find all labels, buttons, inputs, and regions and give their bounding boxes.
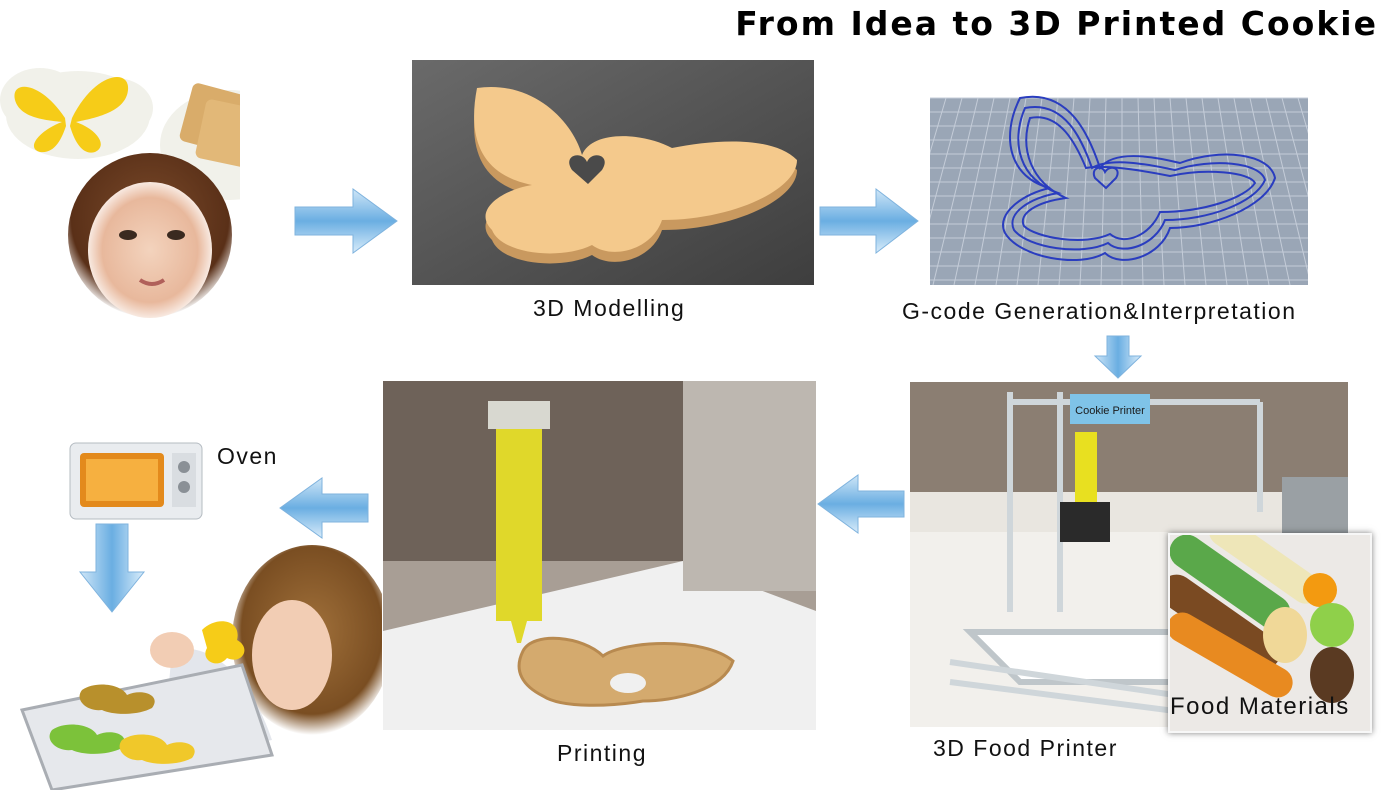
diagram-title: From Idea to 3D Printed Cookie [735, 4, 1378, 43]
gcode-image [930, 68, 1308, 285]
gcode-grid-line [1217, 97, 1249, 285]
child-face [68, 153, 232, 318]
arrow-left-2 [278, 476, 370, 540]
arrow-down-1 [1093, 334, 1143, 380]
oven-icon [68, 437, 208, 523]
gcode-grid-line [1169, 97, 1186, 285]
gcode-grid [930, 97, 1308, 285]
label-printing: Printing [557, 740, 647, 766]
child-eating-image [12, 540, 382, 790]
printing-image [383, 381, 816, 730]
gcode-grid-line [1265, 97, 1308, 275]
modelling-image [412, 60, 814, 285]
gcode-grid-line [1201, 97, 1228, 285]
printer-sign: Cookie Printer [1075, 405, 1145, 417]
arrow-right-2 [818, 185, 922, 257]
gcode-grid-line [1281, 97, 1308, 198]
gcode-grid-line [1058, 97, 1075, 285]
arrow-left-1 [816, 473, 906, 535]
gcode-grid-line [1079, 97, 1091, 285]
gcode-grid-line [995, 97, 1027, 285]
label-3d-food-printer: 3D Food Printer [933, 735, 1118, 761]
gcode-grid-line [1297, 97, 1308, 134]
gcode-grid-line [1185, 97, 1207, 285]
gcode-grid-line [1249, 97, 1291, 285]
gcode-grid-line [1037, 97, 1059, 285]
gcode-grid-line [930, 97, 963, 220]
thought-cloud-butterfly [0, 68, 153, 159]
printer-sign-bg [1070, 394, 1150, 424]
baking-tray [19, 663, 274, 790]
gcode-grid-line [1137, 97, 1144, 285]
gcode-grid-line [1153, 97, 1165, 285]
gcode-toolpath-butterfly [1002, 95, 1277, 261]
butterfly-3d-model [474, 86, 797, 264]
label-gcode: G-code Generation&Interpretation [902, 298, 1297, 324]
arrow-down-2 [78, 522, 146, 614]
gcode-grid-line [932, 97, 979, 285]
arrow-right-1 [293, 185, 401, 257]
label-food-materials: Food Materials [1170, 693, 1350, 720]
idea-illustration [0, 60, 240, 320]
held-cookie [202, 621, 245, 664]
gcode-grid-line [953, 97, 995, 285]
food-materials-image [1168, 533, 1372, 733]
gcode-grid-line [974, 97, 1011, 285]
printing-syringe [488, 401, 550, 643]
label-3d-modelling: 3D Modelling [533, 295, 686, 321]
label-oven: Oven [217, 443, 278, 469]
gcode-grid-line [1016, 97, 1043, 285]
gcode-grid-line [1233, 97, 1270, 285]
printed-cookie-butterfly [517, 636, 735, 707]
gcode-grid-line [930, 97, 947, 155]
food-material-tubes [1170, 535, 1321, 698]
